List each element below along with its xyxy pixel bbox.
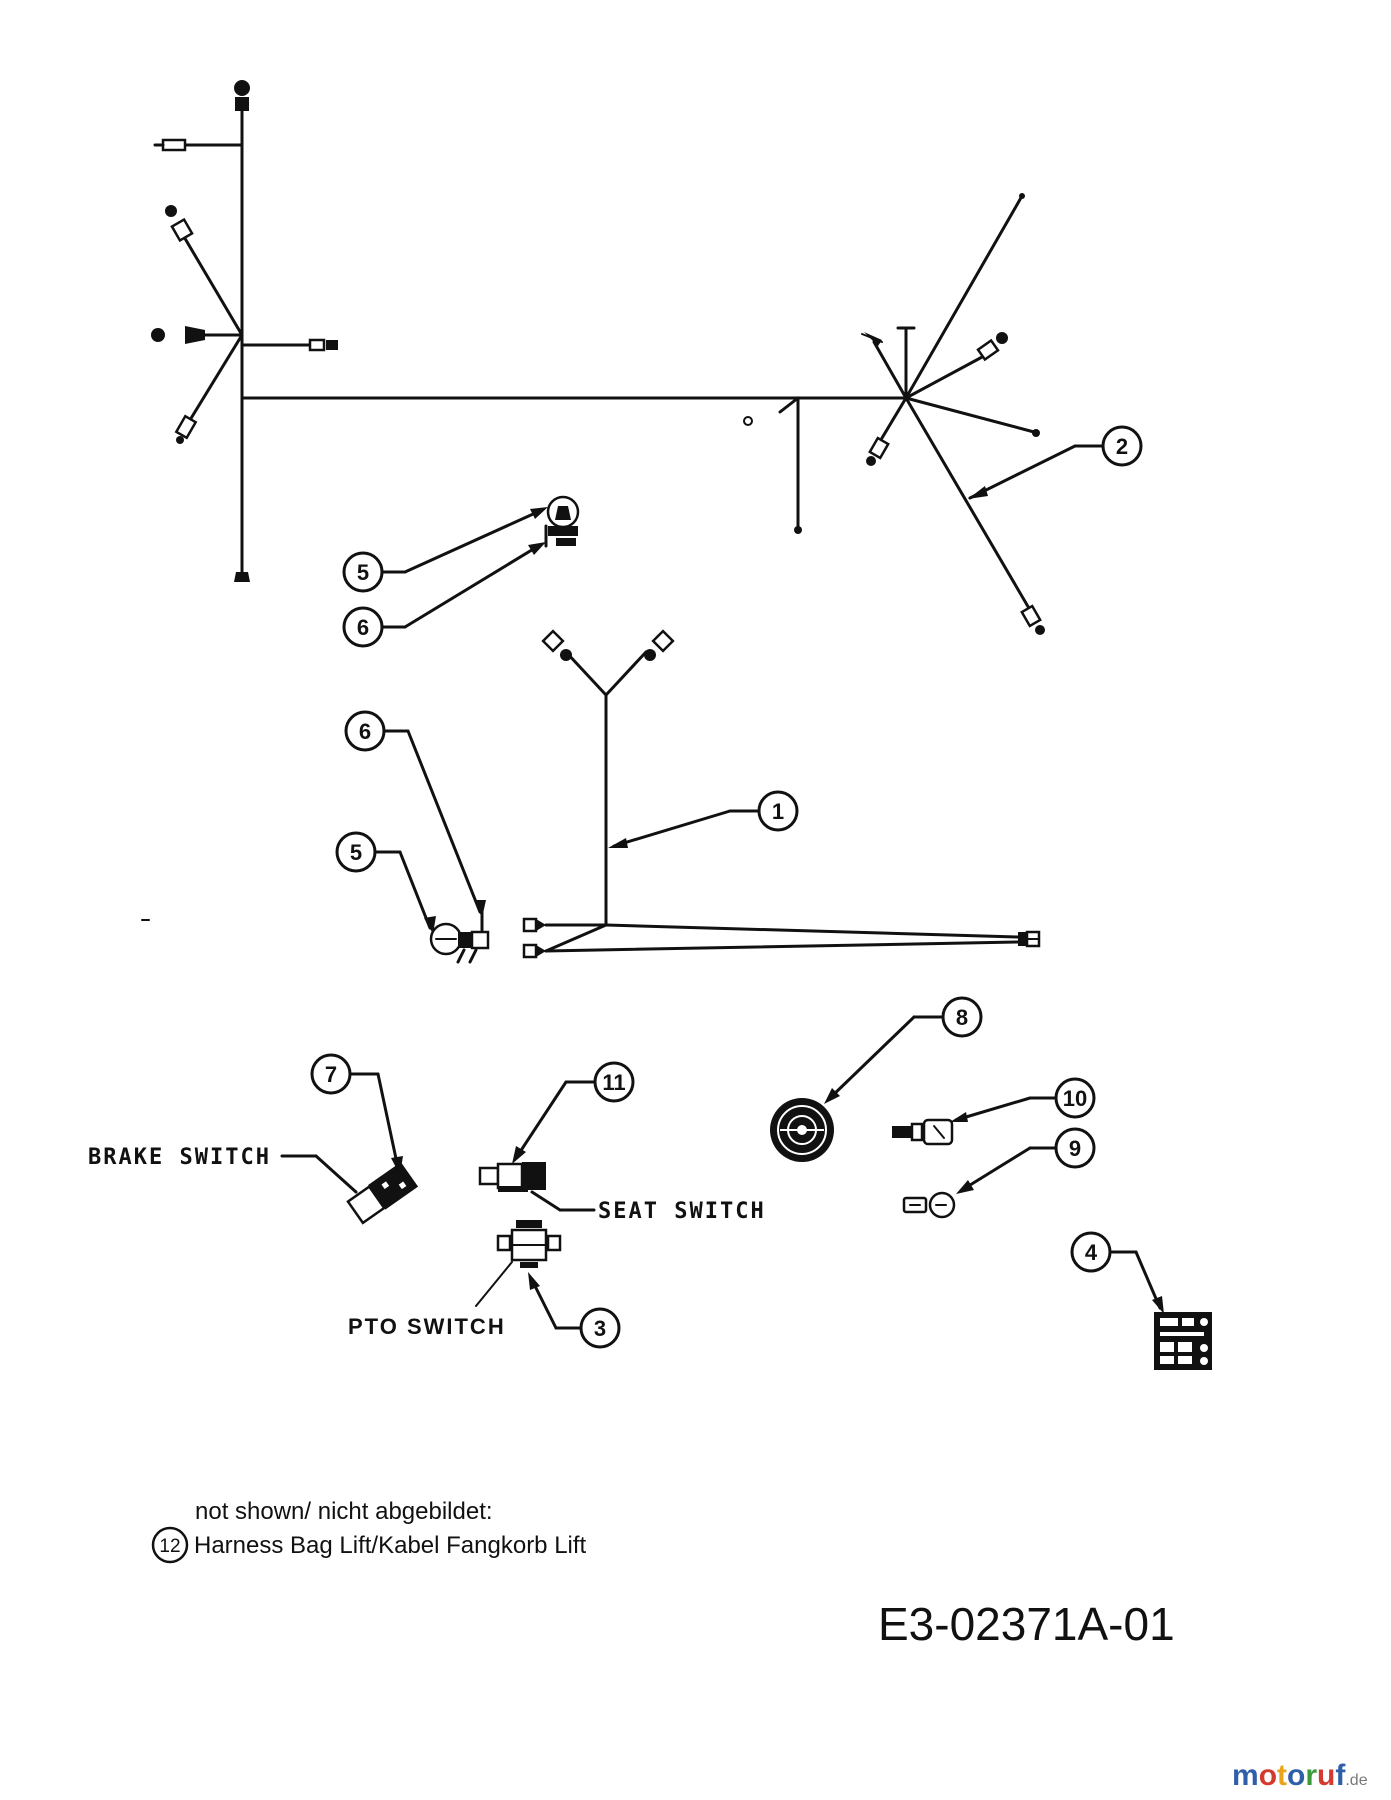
connector-star-sw [866, 436, 890, 466]
key [902, 1191, 956, 1219]
connector-left-mid [151, 326, 205, 344]
svg-text:5: 5 [350, 840, 362, 865]
connector-left-upper [153, 138, 187, 152]
connector-star-se [1020, 604, 1045, 635]
svg-text:3: 3 [594, 1316, 606, 1341]
connector-diag-lower [174, 414, 198, 444]
wm-f: f [1335, 1759, 1346, 1792]
wm-m: m [1232, 1759, 1259, 1792]
pto-switch [496, 1220, 562, 1268]
svg-text:11: 11 [602, 1070, 625, 1095]
main-harness [151, 80, 1045, 635]
svg-text:9: 9 [1069, 1136, 1081, 1161]
key-with-fob [892, 1118, 954, 1146]
brake-switch-label-group: BRAKE SWITCH [88, 1145, 358, 1194]
callout-5-upper: 5 [342, 507, 548, 593]
not-shown-note: not shown/ nicht abgebildet: 12 Harness … [151, 1498, 587, 1564]
callout-6-upper: 6 [342, 542, 546, 648]
connector-right-end [1018, 930, 1041, 948]
svg-text:motoruf.de: motoruf.de [1232, 1759, 1368, 1792]
svg-text:1: 1 [772, 799, 784, 824]
pto-switch-label-group: PTO SWITCH [348, 1261, 513, 1339]
brake-switch-label: BRAKE SWITCH [88, 1145, 271, 1170]
connector-bottom [234, 572, 250, 582]
svg-text:12: 12 [159, 1536, 180, 1557]
motoruf-watermark: motoruf.de [1232, 1759, 1368, 1792]
svg-text:6: 6 [359, 719, 371, 744]
wm-o1: o [1259, 1759, 1277, 1792]
connector-diag-upper [165, 205, 194, 243]
connector-y-right [644, 629, 675, 661]
wm-o2: o [1287, 1759, 1305, 1792]
wm-suffix: .de [1345, 1772, 1367, 1789]
connector-top [234, 80, 250, 111]
wm-u: u [1317, 1759, 1335, 1792]
callout-6-lower: 6 [344, 710, 486, 918]
note-line-1: not shown/ nicht abgebildet: [195, 1498, 493, 1525]
note-line-2: Harness Bag Lift/Kabel Fangkorb Lift [194, 1532, 587, 1559]
callout-10: 10 [950, 1077, 1096, 1122]
svg-text:8: 8 [956, 1005, 968, 1030]
svg-text:5: 5 [357, 560, 369, 585]
callout-3: 3 [528, 1272, 621, 1349]
connector-right-short [308, 338, 338, 352]
svg-text:4: 4 [1085, 1240, 1098, 1265]
seat-switch-label-group: SEAT SWITCH [530, 1190, 766, 1224]
callout-5-lower: 5 [335, 831, 436, 934]
connector-left-lower-2 [522, 943, 546, 959]
svg-text:2: 2 [1116, 434, 1128, 459]
lamp-socket-upper [544, 495, 580, 548]
pto-switch-label: PTO SWITCH [348, 1314, 506, 1339]
secondary-harness [522, 629, 1041, 959]
callout-9: 9 [956, 1127, 1096, 1194]
diagram-code: E3-02371A-01 [878, 1598, 1175, 1650]
wm-t: t [1277, 1759, 1287, 1792]
callout-2: 2 [968, 425, 1143, 500]
svg-text:10: 10 [1063, 1086, 1087, 1111]
seat-switch [478, 1162, 546, 1192]
callout-12: 12 [151, 1526, 189, 1564]
connector-star-ne [976, 332, 1008, 362]
seat-switch-label: SEAT SWITCH [598, 1199, 766, 1224]
callout-1: 1 [608, 790, 799, 848]
callout-8: 8 [824, 996, 983, 1104]
callout-4: 4 [1070, 1231, 1164, 1314]
ignition-switch [770, 1098, 834, 1162]
lamp-socket-lower [429, 906, 490, 964]
star-junction [861, 193, 1045, 635]
svg-text:7: 7 [325, 1062, 337, 1087]
brake-switch [346, 1162, 419, 1225]
svg-text:6: 6 [357, 615, 369, 640]
connector-y-left [541, 629, 572, 661]
connector-left-upper-2 [522, 917, 546, 933]
callout-7: 7 [310, 1053, 403, 1175]
decal [1154, 1312, 1212, 1370]
wm-r: r [1305, 1759, 1317, 1792]
callout-11: 11 [512, 1061, 635, 1164]
